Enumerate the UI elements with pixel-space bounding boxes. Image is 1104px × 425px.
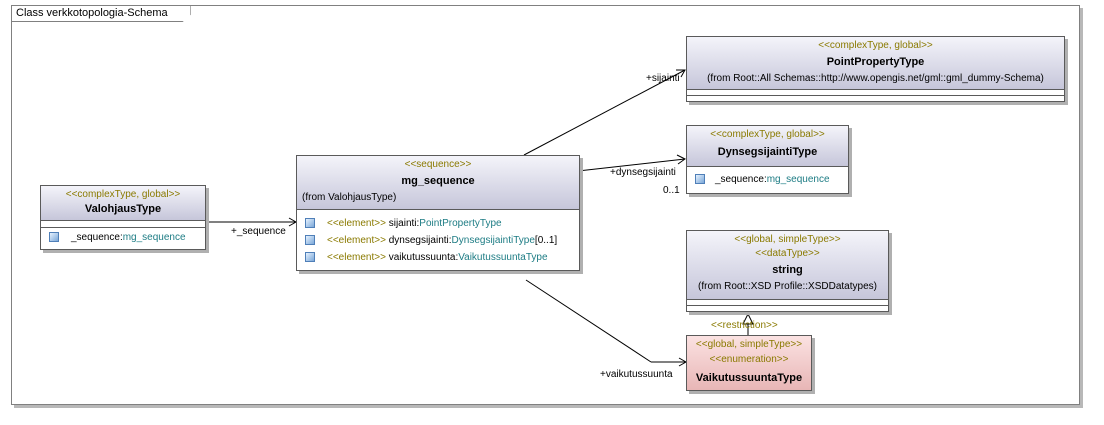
class-valohjaustype[interactable]: <<complexType, global>> ValohjausType _s… <box>40 185 206 250</box>
class-name: PointPropertyType <box>826 56 925 68</box>
attribute-row-dynsegsijainti[interactable]: <<element>> dynsegsijainti:Dynsegsijaint… <box>297 232 579 249</box>
stereotype-label: <<sequence>> <box>404 159 472 170</box>
class-origin: (from ValohjausType) <box>302 192 397 203</box>
edge-sijainti-arrow <box>676 69 686 78</box>
edge-dynseg-arrow <box>676 154 686 165</box>
attribute-row-sijainti[interactable]: <<element>> sijainti:PointPropertyType <box>297 215 579 232</box>
class-origin: (from Root::XSD Profile::XSDDatatypes) <box>698 281 877 292</box>
class-name: VaikutussuuntaType <box>695 372 803 384</box>
attribute-icon <box>305 218 315 228</box>
attribute-name: vaikutussuunta <box>388 252 456 263</box>
attribute-stereotype: <<element>> <box>327 218 386 229</box>
diagram-title: Class verkkotopologia-Schema <box>12 6 191 22</box>
stereotype-label: <<complexType, global>> <box>818 40 933 51</box>
stereotype-label: <<enumeration>> <box>709 354 789 365</box>
attribute-name: dynsegsijainti <box>388 235 449 246</box>
class-pointpropertytype[interactable]: <<complexType, global>> PointPropertyTyp… <box>686 36 1065 102</box>
attribute-row-vaikutussuunta[interactable]: <<element>> vaikutussuunta:Vaikutussuunt… <box>297 249 579 266</box>
class-vaikutussuuntatype[interactable]: <<global, simpleType>> <<enumeration>> V… <box>686 335 812 391</box>
edge-restriction-arrow <box>742 312 754 325</box>
class-dynsegsijaintitype[interactable]: <<complexType, global>> DynsegsijaintiTy… <box>686 125 849 194</box>
stereotype-label: <<complexType, global>> <box>65 189 181 200</box>
edge-label-sequence: +_sequence <box>231 226 286 237</box>
edge-vaikutus <box>525 279 652 363</box>
class-name: mg_sequence <box>401 175 475 187</box>
attribute-name: sijainti <box>388 218 417 229</box>
stereotype-label: <<global, simpleType>> <box>734 234 841 245</box>
edge-label-vaikutussuunta: +vaikutussuunta <box>600 369 673 380</box>
attribute-icon <box>49 232 59 242</box>
edge-sijainti <box>523 69 686 156</box>
attribute-name: _sequence <box>715 174 764 185</box>
attribute-type: DynsegsijaintiType <box>451 235 535 246</box>
attribute-type: VaikutussuuntaType <box>458 252 548 263</box>
attribute-row[interactable]: _sequence:mg_sequence <box>41 229 205 246</box>
edge-multiplicity-dynsegsijainti: 0..1 <box>663 185 680 196</box>
stereotype-label: <<global, simpleType>> <box>695 339 803 350</box>
attribute-name: _sequence <box>71 232 120 243</box>
stereotype-label: <<dataType>> <box>755 248 820 259</box>
class-name: DynsegsijaintiType <box>717 146 818 158</box>
class-origin: (from Root::All Schemas::http://www.open… <box>707 73 1044 84</box>
edge-dynseg <box>577 158 686 172</box>
attribute-type: mg_sequence <box>122 232 186 243</box>
attribute-icon <box>305 235 315 245</box>
attribute-icon <box>305 252 315 262</box>
class-name: ValohjausType <box>84 203 162 215</box>
class-name: string <box>772 264 803 276</box>
class-mg-sequence[interactable]: <<sequence>> mg_sequence (from Valohjaus… <box>296 155 580 271</box>
stereotype-label: <<complexType, global>> <box>710 129 825 140</box>
attribute-type: mg_sequence <box>766 174 830 185</box>
attribute-icon <box>695 174 705 184</box>
attribute-row[interactable]: _sequence:mg_sequence <box>687 171 848 188</box>
class-string[interactable]: <<global, simpleType>> <<dataType>> stri… <box>686 230 889 312</box>
edge-label-restriction: <<restriction>> <box>711 320 778 331</box>
attribute-type: PointPropertyType <box>419 218 502 229</box>
attribute-stereotype: <<element>> <box>327 235 386 246</box>
attribute-stereotype: <<element>> <box>327 252 386 263</box>
edge-label-dynsegsijainti: +dynsegsijainti <box>610 167 676 178</box>
edge-label-sijainti: +sijainti <box>646 73 680 84</box>
attribute-multiplicity: [0..1] <box>534 235 558 246</box>
